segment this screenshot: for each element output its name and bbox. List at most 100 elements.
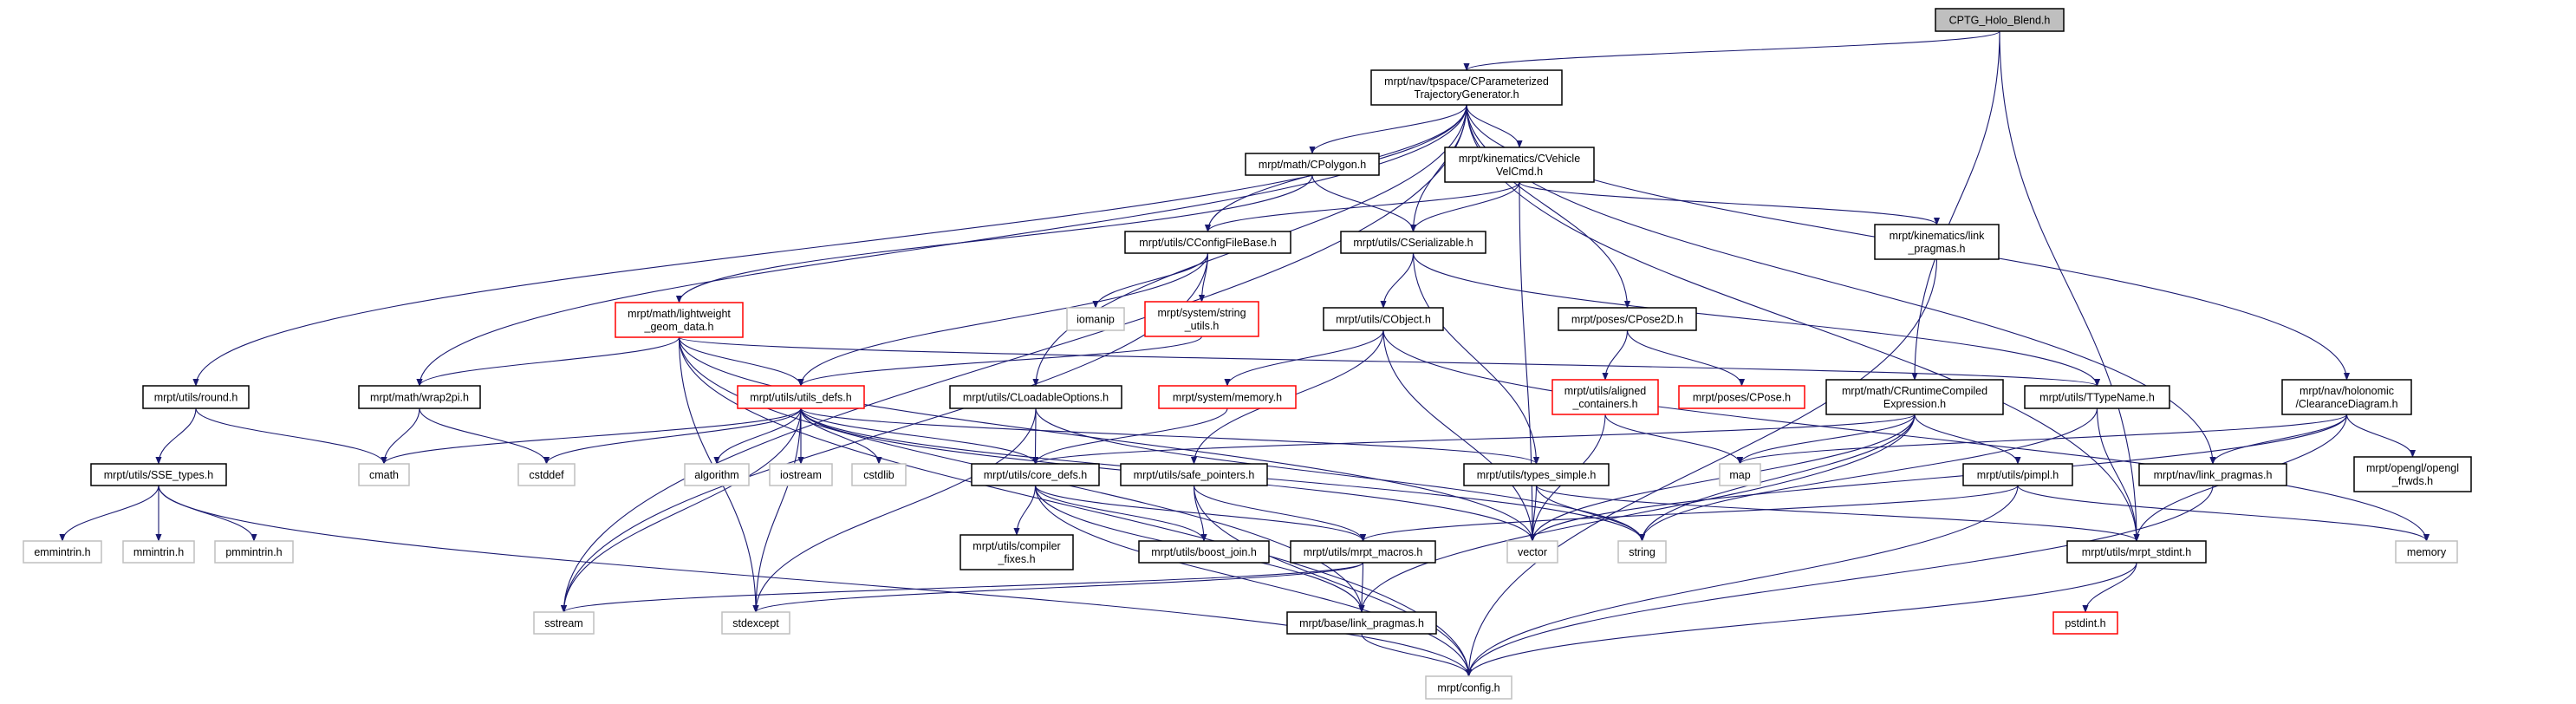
node-pstdint[interactable]: pstdint.h: [2052, 611, 2118, 635]
node-label: mrpt/utils/types_simple.h: [1477, 469, 1597, 481]
node-label: mrpt/nav/link_pragmas.h: [2154, 469, 2273, 481]
edge-cparam-to-stdint: [1466, 104, 2140, 542]
node-mmintrin[interactable]: mmintrin.h: [122, 540, 195, 564]
node-label: mrpt/poses/CPose2D.h: [1571, 314, 1683, 326]
node-string[interactable]: string: [1617, 540, 1667, 564]
node-box: [533, 611, 595, 635]
edge-lightweight-to-ttypename: [678, 336, 2100, 387]
edge-cparam-to-sstream: [560, 104, 1467, 613]
node-cstddef[interactable]: cstddef: [517, 463, 576, 486]
node-label: iomanip: [1077, 314, 1115, 326]
node-label: mrpt/kinematics/link: [1890, 230, 1985, 242]
edge-clearance-to-map: [1737, 414, 2348, 465]
node-label: mrpt/opengl/opengl: [2366, 462, 2459, 474]
node-ttypename[interactable]: mrpt/utils/TTypeName.h: [2024, 385, 2170, 409]
node-navlink[interactable]: mrpt/nav/link_pragmas.h: [2138, 463, 2287, 486]
edge-safeptr-to-config: [1193, 485, 1473, 677]
node-box: [1286, 611, 1437, 635]
node-box: [1463, 463, 1610, 486]
edge-cvehicle-to-vector: [1519, 181, 1536, 542]
node-wrap2pi[interactable]: mrpt/math/wrap2pi.h: [358, 385, 481, 409]
node-sstream[interactable]: sstream: [533, 611, 595, 635]
edge-cvehicle-to-cconfig: [1205, 181, 1520, 232]
edge-pimpl-to-memory: [2017, 485, 2430, 542]
node-label: mrpt/utils/mrpt_stdint.h: [2082, 546, 2191, 558]
node-baselink[interactable]: mrpt/base/link_pragmas.h: [1286, 611, 1437, 635]
node-label: mrpt/kinematics/CVehicle: [1459, 153, 1580, 165]
edge-typessimple-to-string: [1535, 485, 1646, 542]
node-safeptr[interactable]: mrpt/utils/safe_pointers.h: [1120, 463, 1268, 486]
node-emmintrin[interactable]: emmintrin.h: [23, 540, 102, 564]
node-label: algorithm: [694, 469, 738, 481]
edge-cobject-to-vector: [1382, 329, 1536, 542]
node-clearance[interactable]: mrpt/nav/holonomic/ClearanceDiagram.h: [2281, 379, 2412, 415]
node-aligned[interactable]: mrpt/utils/aligned_containers.h: [1551, 379, 1659, 415]
node-config[interactable]: mrpt/config.h: [1425, 675, 1512, 700]
node-label: mrpt/utils/aligned: [1564, 385, 1647, 397]
node-typessimple[interactable]: mrpt/utils/types_simple.h: [1463, 463, 1610, 486]
edge-cparam-to-cvehicle: [1466, 104, 1523, 148]
node-kinlink[interactable]: mrpt/kinematics/link_pragmas.h: [1874, 224, 2000, 260]
node-label: mrpt/utils/TTypeName.h: [2039, 392, 2155, 404]
node-box: [1935, 8, 2065, 32]
node-label: _pragmas.h: [1907, 243, 1965, 255]
node-box: [1444, 147, 1595, 183]
node-cparam[interactable]: mrpt/nav/tpspace/CParameterizedTrajector…: [1370, 69, 1563, 106]
node-cserial[interactable]: mrpt/utils/CSerializable.h: [1340, 231, 1486, 254]
node-cpose2d[interactable]: mrpt/poses/CPose2D.h: [1558, 307, 1697, 331]
node-root[interactable]: CPTG_Holo_Blend.h: [1935, 8, 2065, 32]
node-stdint[interactable]: mrpt/utils/mrpt_stdint.h: [2066, 540, 2207, 564]
edge-cpose2d-to-cpose: [1626, 329, 1746, 387]
edge-utilsdefs-to-cmath: [381, 407, 802, 465]
node-lightweight[interactable]: mrpt/math/lightweight_geom_data.h: [615, 302, 744, 338]
node-cmath[interactable]: cmath: [358, 463, 410, 486]
node-ssetypes[interactable]: mrpt/utils/SSE_types.h: [90, 463, 227, 486]
node-utilsdefs[interactable]: mrpt/utils/utils_defs.h: [737, 385, 865, 409]
edge-safeptr-to-macros: [1193, 485, 1367, 542]
edge-cpolygon-to-cserial: [1311, 174, 1417, 232]
node-cstdlib[interactable]: cstdlib: [851, 463, 907, 486]
node-algorithm[interactable]: algorithm: [684, 463, 750, 486]
node-stdexcept[interactable]: stdexcept: [721, 611, 790, 635]
node-box: [2052, 611, 2118, 635]
node-label: mrpt/math/lightweight: [628, 308, 731, 320]
node-box: [23, 540, 102, 564]
node-compfixes[interactable]: mrpt/utils/compiler_fixes.h: [959, 534, 1074, 570]
node-openglfrwds[interactable]: mrpt/opengl/opengl_frwds.h: [2353, 456, 2472, 492]
node-label: mrpt/utils/CConfigFileBase.h: [1139, 237, 1276, 249]
edge-lightweight-to-utilsdefs: [678, 336, 804, 387]
node-macros[interactable]: mrpt/utils/mrpt_macros.h: [1290, 540, 1436, 564]
node-cobject[interactable]: mrpt/utils/CObject.h: [1323, 307, 1444, 331]
node-label: mrpt/base/link_pragmas.h: [1299, 617, 1424, 629]
node-box: [2024, 385, 2170, 409]
edge-navlink-to-config: [1465, 485, 2214, 677]
node-iomanip[interactable]: iomanip: [1066, 307, 1125, 331]
edge-cruntime-to-baselink: [1358, 414, 1916, 613]
node-pmmintrin[interactable]: pmmintrin.h: [214, 540, 294, 564]
node-boostjoin[interactable]: mrpt/utils/boost_join.h: [1138, 540, 1270, 564]
node-coredefs[interactable]: mrpt/utils/core_defs.h: [971, 463, 1100, 486]
node-round[interactable]: mrpt/utils/round.h: [142, 385, 250, 409]
node-label: map: [1729, 469, 1750, 481]
node-cconfig[interactable]: mrpt/utils/CConfigFileBase.h: [1124, 231, 1291, 254]
edge-typessimple-to-stdint: [1535, 485, 2140, 542]
node-cpose[interactable]: mrpt/poses/CPose.h: [1678, 385, 1805, 409]
node-pimpl[interactable]: mrpt/utils/pimpl.h: [1962, 463, 2073, 486]
edge-macros-to-sstream: [561, 562, 1364, 613]
node-label: mrpt/utils/SSE_types.h: [104, 469, 213, 481]
node-label: _fixes.h: [997, 553, 1035, 565]
node-cloadable[interactable]: mrpt/utils/CLoadableOptions.h: [949, 385, 1122, 409]
node-sysmemory[interactable]: mrpt/system/memory.h: [1158, 385, 1297, 409]
node-memory[interactable]: memory: [2395, 540, 2458, 564]
node-label: _geom_data.h: [644, 321, 714, 333]
node-vector[interactable]: vector: [1506, 540, 1558, 564]
node-iostream[interactable]: iostream: [769, 463, 833, 486]
node-map[interactable]: map: [1719, 463, 1761, 486]
node-box: [1719, 463, 1761, 486]
node-strutils[interactable]: mrpt/system/string_utils.h: [1144, 301, 1259, 337]
node-label: string: [1629, 546, 1656, 558]
node-cpolygon[interactable]: mrpt/math/CPolygon.h: [1245, 153, 1380, 176]
node-box: [2353, 456, 2472, 492]
